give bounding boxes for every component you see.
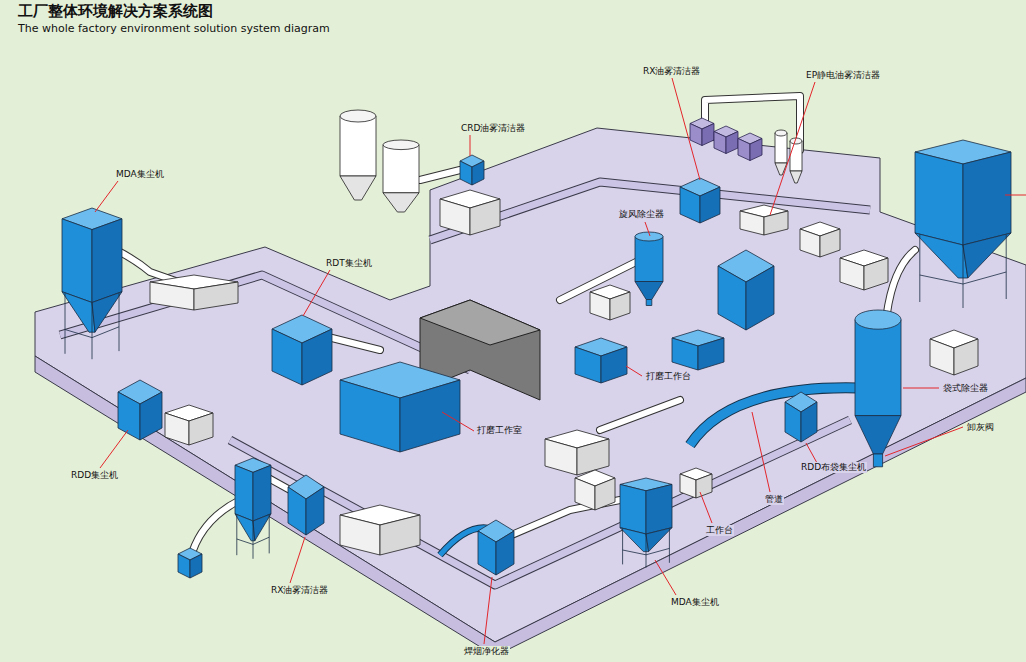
callout-label: 工作台 bbox=[705, 525, 734, 536]
fume-purifier bbox=[478, 520, 514, 575]
machine bbox=[800, 222, 840, 257]
leader-line bbox=[470, 135, 471, 156]
conveyor-machine bbox=[150, 275, 238, 310]
floor-top bbox=[35, 128, 1026, 642]
manifold-unit bbox=[718, 250, 774, 330]
large-collector bbox=[915, 140, 1011, 308]
ep-tube bbox=[790, 138, 802, 183]
purple-unit bbox=[738, 133, 762, 161]
ep-unit bbox=[740, 205, 788, 235]
rdd-collector bbox=[118, 380, 162, 440]
diagram-caption: The whole factory environment solution s… bbox=[18, 23, 330, 34]
blue-duct-outline bbox=[690, 388, 858, 445]
callout-label: RDD布袋集尘机 bbox=[800, 462, 867, 473]
machine bbox=[545, 430, 609, 475]
silo bbox=[383, 140, 419, 212]
workbench bbox=[680, 468, 712, 498]
leader-line bbox=[700, 492, 712, 523]
callout-label: EP静电油雾清洁器 bbox=[805, 70, 881, 81]
bag-filter bbox=[855, 310, 901, 467]
callout-label: 卸灰阀 bbox=[966, 422, 995, 433]
machine bbox=[440, 190, 500, 235]
machine bbox=[340, 505, 420, 555]
callout-label: 管道 bbox=[764, 494, 784, 505]
leader-line bbox=[95, 181, 118, 212]
callout-label: CRD油雾清洁器 bbox=[460, 123, 526, 134]
leader-line bbox=[645, 222, 650, 236]
leader-line bbox=[770, 82, 815, 215]
callout-label: MDA集尘机 bbox=[670, 597, 720, 608]
mda-collector bbox=[62, 208, 122, 359]
wall bbox=[230, 420, 850, 585]
workbench-blue bbox=[672, 330, 724, 370]
ep-tube bbox=[775, 130, 787, 175]
cyclone bbox=[635, 232, 663, 306]
rdt-collector bbox=[272, 315, 332, 385]
grinding-booth bbox=[340, 362, 460, 452]
wall-outline bbox=[230, 420, 850, 585]
grinding-enclosure-top bbox=[420, 300, 540, 345]
leader-lines bbox=[95, 78, 1026, 644]
blue-duct bbox=[690, 388, 858, 445]
callout-label: 焊烟净化器 bbox=[463, 646, 510, 657]
leader-line bbox=[626, 366, 642, 376]
fan bbox=[178, 548, 202, 578]
leader-line bbox=[290, 537, 305, 583]
callout-label: 旋风除尘器 bbox=[618, 209, 665, 220]
rx-cleaner bbox=[680, 178, 720, 223]
rx-cleaner bbox=[288, 475, 324, 535]
rdd-bag-collector bbox=[785, 392, 817, 442]
callout-label: RDT集尘机 bbox=[325, 258, 373, 269]
silo bbox=[340, 110, 376, 200]
machine bbox=[575, 470, 615, 510]
pipe bbox=[95, 96, 915, 560]
collector bbox=[235, 458, 271, 559]
callout-label: RX油雾清洁器 bbox=[270, 585, 329, 596]
leader-line bbox=[672, 78, 700, 180]
leader-line bbox=[442, 412, 474, 431]
callout-label: 打磨工作室 bbox=[476, 425, 523, 436]
leader-line bbox=[1005, 195, 1026, 196]
leader-line bbox=[752, 412, 770, 492]
callout-label: RDD集尘机 bbox=[70, 470, 119, 481]
purple-unit bbox=[714, 126, 738, 154]
leader-line bbox=[484, 577, 492, 644]
callout-label: 打磨工作台 bbox=[645, 371, 692, 382]
crd-cleaner bbox=[460, 155, 484, 185]
diagram-title: 工厂整体环境解决方案系统图 bbox=[18, 4, 213, 19]
pipes bbox=[95, 96, 915, 560]
machine bbox=[930, 330, 978, 375]
leader-line bbox=[303, 270, 330, 316]
callout-label: 袋式除尘器 bbox=[942, 383, 989, 394]
machine bbox=[165, 405, 213, 445]
purple-unit bbox=[690, 118, 714, 146]
machine bbox=[590, 285, 630, 320]
pipe-outline bbox=[95, 96, 915, 560]
leader-line bbox=[100, 430, 128, 468]
grinding-bench bbox=[575, 338, 627, 383]
leader-line bbox=[655, 560, 676, 595]
callout-label: MDA集尘机 bbox=[115, 169, 165, 180]
machine bbox=[840, 250, 888, 290]
callout-label: RX油雾清洁器 bbox=[642, 66, 701, 77]
leader-line bbox=[903, 388, 939, 389]
interior-walls bbox=[60, 182, 870, 585]
leader-line bbox=[885, 427, 963, 456]
mda-collector bbox=[620, 478, 672, 568]
